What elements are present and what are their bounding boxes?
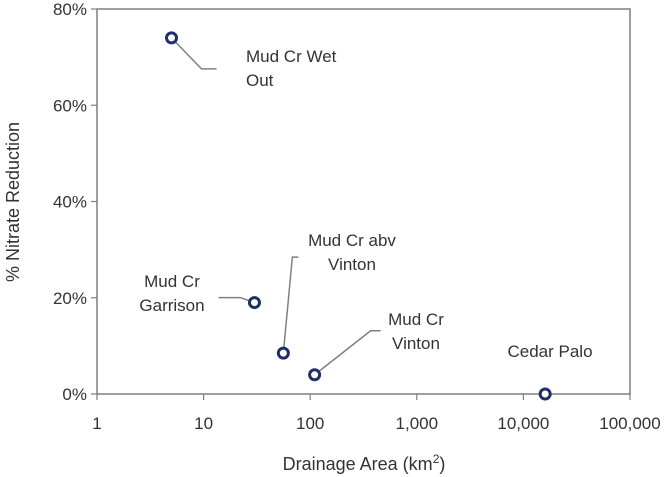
data-label: Cedar Palo	[507, 342, 592, 361]
x-axis-title-main: Drainage Area (km	[283, 454, 433, 474]
data-label-line: Cedar Palo	[507, 342, 592, 361]
y-tick-label: 0%	[62, 385, 87, 404]
x-tick-label: 10,000	[497, 414, 549, 433]
data-label-line: Out	[246, 71, 274, 90]
x-axis-title: Drainage Area (km2)	[283, 452, 446, 474]
leader-lines	[170, 37, 381, 376]
x-tick-label: 1,000	[396, 414, 439, 433]
data-label-line: Vinton	[392, 334, 440, 353]
x-axis-title-superscript: 2	[433, 452, 440, 466]
data-label-line: Vinton	[328, 255, 376, 274]
x-tick-label: 1	[92, 414, 101, 433]
data-point	[308, 368, 322, 382]
y-tick-label: 20%	[53, 289, 87, 308]
data-point	[165, 31, 179, 45]
data-label-line: Garrison	[139, 296, 204, 315]
y-tick-label: 40%	[53, 193, 87, 212]
x-axis-title-close: )	[439, 454, 445, 474]
tick-labels: 0% 20% 40% 60% 80% 1 10 100 1,000 10,000 100,000	[53, 0, 661, 433]
data-label-line: Mud Cr	[388, 310, 444, 329]
y-tick-label: 80%	[53, 0, 87, 19]
data-point	[538, 387, 552, 401]
data-label: Mud Cr Vinton	[388, 310, 444, 353]
x-tick-label: 100,000	[599, 414, 660, 433]
data-point	[276, 346, 290, 360]
leader-line	[314, 330, 381, 376]
x-tick-label: 100	[296, 414, 324, 433]
y-axis-title: % Nitrate Reduction	[3, 122, 23, 282]
data-label: Mud Cr Garrison	[139, 272, 204, 315]
data-label-line: Mud Cr Wet	[246, 47, 337, 66]
x-tick-label: 10	[194, 414, 213, 433]
data-label-line: Mud Cr abv	[308, 231, 396, 250]
data-point	[247, 296, 261, 310]
y-tick-label: 60%	[53, 96, 87, 115]
leader-line	[170, 37, 217, 70]
leader-line	[282, 256, 299, 354]
data-label-line: Mud Cr	[144, 272, 200, 291]
data-points	[165, 31, 552, 401]
